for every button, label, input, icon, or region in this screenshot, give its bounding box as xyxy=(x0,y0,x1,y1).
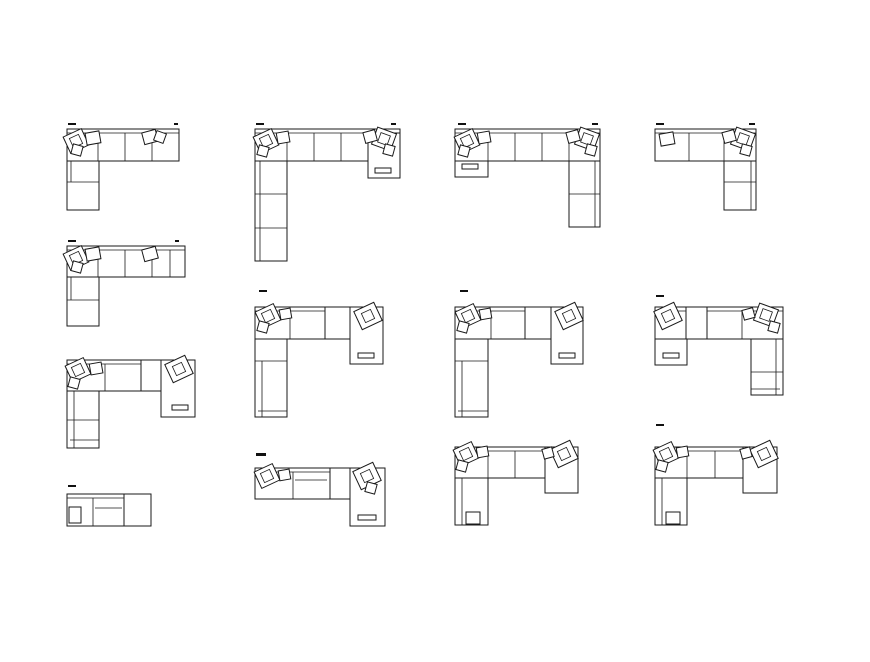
dimension-mark xyxy=(256,123,264,125)
side-table xyxy=(357,352,375,359)
side-chair xyxy=(141,245,159,263)
side-chair xyxy=(256,144,270,158)
dimension-mark xyxy=(656,295,664,297)
side-chair xyxy=(658,131,676,147)
side-chair xyxy=(152,129,168,145)
sofa-layout-6 xyxy=(254,290,384,418)
side-chair xyxy=(739,143,753,157)
side-chair xyxy=(84,246,102,262)
side-chair xyxy=(739,446,753,460)
dimension-mark xyxy=(68,240,76,242)
side-chair xyxy=(256,320,270,334)
dimension-mark xyxy=(460,290,468,292)
dimension-mark xyxy=(68,485,76,487)
dimension-mark xyxy=(656,424,664,426)
sofa-chaise-section xyxy=(454,338,489,418)
side-chair xyxy=(675,445,690,459)
dimension-mark xyxy=(175,240,179,242)
sofa-layout-5 xyxy=(252,123,401,262)
side-chair xyxy=(70,143,84,157)
dimension-mark xyxy=(256,453,266,456)
side-chair xyxy=(84,130,102,146)
ottoman xyxy=(324,306,351,340)
side-chair xyxy=(721,129,737,144)
side-chair xyxy=(382,143,396,157)
sofa-chaise-section xyxy=(66,276,100,327)
sofa-chaise-section xyxy=(254,338,288,418)
sofa-layout-10 xyxy=(452,439,579,526)
ottoman xyxy=(524,306,552,340)
armchair xyxy=(749,439,779,469)
side-chair xyxy=(457,144,471,158)
sofa-layout-3 xyxy=(64,354,196,449)
side-chair xyxy=(565,129,581,144)
side-chair xyxy=(655,459,669,473)
side-chair xyxy=(465,511,481,525)
chaise-end xyxy=(654,338,688,366)
sofa-chaise-section xyxy=(66,160,100,211)
sofa-layout-9 xyxy=(454,290,584,418)
armchair xyxy=(64,356,92,384)
side-table xyxy=(171,404,189,411)
sofa-layout-12 xyxy=(653,295,784,396)
armchair xyxy=(352,461,382,491)
side-chair xyxy=(70,260,84,274)
ottoman xyxy=(123,493,152,527)
dimension-mark xyxy=(391,123,396,125)
sofa-layout-1 xyxy=(62,123,180,211)
armchair xyxy=(164,354,194,384)
dimension-mark xyxy=(458,123,466,125)
side-table xyxy=(662,352,680,359)
dimension-mark xyxy=(259,290,267,292)
side-chair xyxy=(456,320,470,334)
armchair xyxy=(554,301,584,331)
side-chair xyxy=(88,361,104,376)
armchair xyxy=(353,301,383,331)
armchair xyxy=(253,462,281,490)
sofa-chaise-section xyxy=(750,338,784,396)
side-chair xyxy=(665,511,681,525)
side-chair xyxy=(741,307,756,321)
side-chair xyxy=(275,130,291,145)
sofa-layout-2 xyxy=(62,240,186,327)
sofa-layout-7 xyxy=(253,453,386,527)
side-chair xyxy=(584,143,598,157)
dimension-mark xyxy=(749,123,755,125)
side-chair xyxy=(364,481,378,495)
side-chair xyxy=(278,307,293,321)
dimension-mark xyxy=(592,123,598,125)
side-table xyxy=(374,167,392,174)
sofa-layout-11 xyxy=(654,123,757,211)
sofa-chaise-section xyxy=(66,390,100,449)
side-chair xyxy=(455,459,469,473)
ottoman xyxy=(685,306,708,340)
side-table xyxy=(461,163,479,170)
side-chair xyxy=(67,376,81,390)
ottoman xyxy=(140,359,162,392)
dimension-mark xyxy=(68,123,76,125)
side-chair xyxy=(68,506,82,524)
dimension-mark xyxy=(174,123,178,125)
side-chair xyxy=(475,445,490,459)
side-chair xyxy=(277,468,292,482)
side-chair xyxy=(362,129,378,144)
side-table xyxy=(558,352,576,359)
armchair xyxy=(549,439,579,469)
side-chair xyxy=(476,130,492,145)
side-chair xyxy=(478,307,493,321)
sofa-layout-13 xyxy=(652,424,779,526)
side-table xyxy=(357,514,377,521)
sofa-layout-4 xyxy=(66,485,152,527)
armchair xyxy=(729,126,757,152)
sofa-layout-8 xyxy=(453,123,601,228)
side-chair xyxy=(541,446,555,460)
armchair xyxy=(653,301,683,331)
ottoman xyxy=(329,467,351,500)
side-chair xyxy=(767,320,781,334)
dimension-mark xyxy=(656,123,664,125)
